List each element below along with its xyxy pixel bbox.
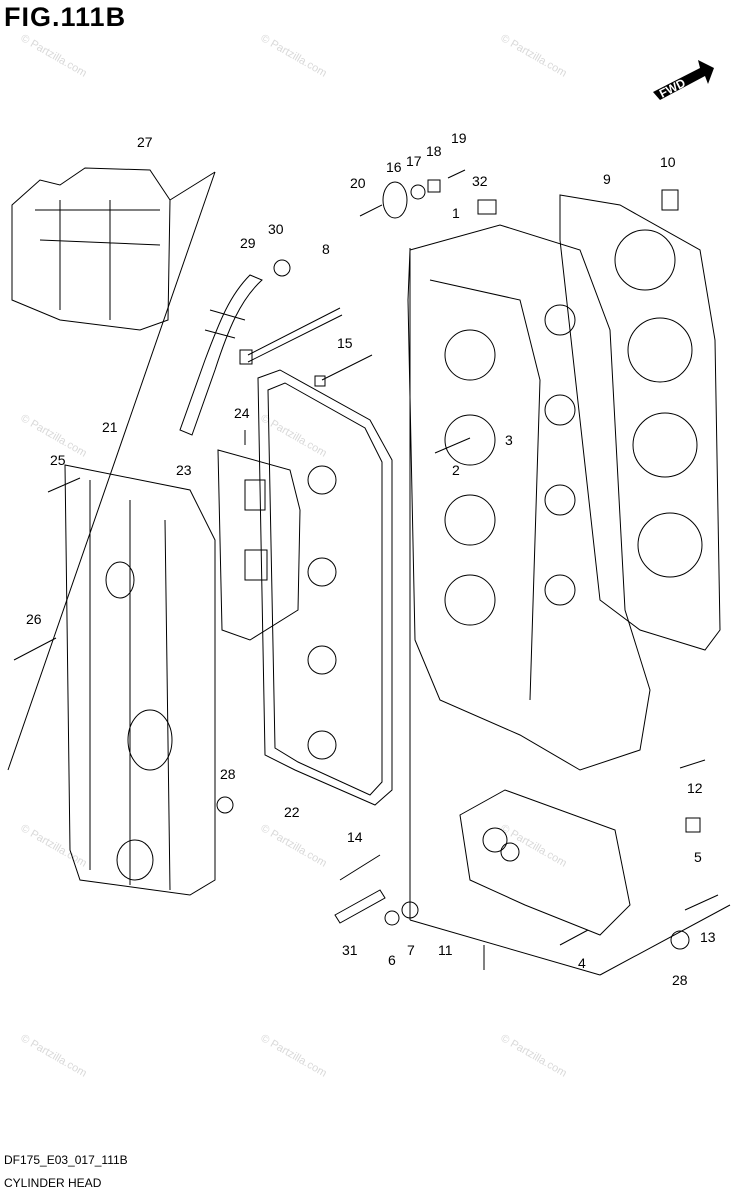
part-13-bolt-icon [684,894,719,911]
part-1-cylinder-head-icon [407,224,731,976]
callout-12: 12 [687,780,703,796]
callout-16: 16 [386,159,402,175]
callout-4: 4 [578,955,586,971]
callout-15: 15 [337,335,353,351]
callout-30: 30 [268,221,284,237]
part-25-bolt-icon [47,477,81,493]
part-16-bracket-icon [382,181,408,219]
part-22-gasket-icon [257,369,393,806]
part-7-oring-icon [401,901,419,919]
part-28-plug-icon [670,930,690,950]
part-18-cap-icon [427,179,441,193]
part-29-hose-icon [179,274,263,436]
part-20-bolt-icon [359,204,383,217]
watermark: © Partzilla.com [259,32,329,79]
callout-6: 6 [388,952,396,968]
callout-19: 19 [451,130,467,146]
callout-29: 29 [240,235,256,251]
callout-7: 7 [407,942,415,958]
callout-22: 22 [284,804,300,820]
figure-title: FIG.111B [4,2,127,32]
part-30-clamp-icon [273,259,291,277]
callout-27: 27 [137,134,153,150]
part-4-bolt-icon [559,929,589,946]
part-26-bolt-icon [13,637,57,661]
watermark: © Partzilla.com [19,1032,89,1079]
part-23-plate-icon [217,449,301,641]
part-12-bolt-icon [679,759,706,769]
watermark: © Partzilla.com [499,32,569,79]
callout-1: 1 [452,205,460,221]
part-17-oring-icon [410,184,426,200]
part-28-plug-icon [216,796,234,814]
callout-21: 21 [102,419,118,435]
part-15-bolt-icon [314,354,373,387]
callout-2: 2 [452,462,460,478]
part-14-bolt-icon [339,854,381,881]
callout-5: 5 [694,849,702,865]
part-27-cover-icon [11,167,216,331]
watermark-group: © Partzilla.com © Partzilla.com © Partzi… [19,32,569,1079]
callout-3: 3 [505,432,513,448]
callout-28: 28 [672,972,688,988]
part-4-cover-icon [459,789,631,936]
fwd-arrow-icon: FWD [653,60,714,101]
callout-18: 18 [426,143,442,159]
callout-28: 28 [220,766,236,782]
callout-31: 31 [342,942,358,958]
watermark: © Partzilla.com [499,822,569,869]
watermark: © Partzilla.com [19,32,89,79]
part-6-washer-icon [384,910,400,926]
callout-32: 32 [472,173,488,189]
figure-name: CYLINDER HEAD [4,1176,102,1190]
part-31-sensor-icon [334,889,386,924]
callout-17: 17 [406,153,422,169]
callout-24: 24 [234,405,250,421]
callout-11: 11 [438,942,453,958]
part-9-head-gasket-icon [559,194,721,651]
callout-8: 8 [322,241,330,257]
callout-10: 10 [660,154,676,170]
callout-20: 20 [350,175,366,191]
part-8-bolt-icon [239,307,343,365]
callout-23: 23 [176,462,192,478]
watermark: © Partzilla.com [259,822,329,869]
callout-labels: 1 2 3 4 5 6 7 8 9 10 11 12 13 14 15 16 1… [26,130,716,988]
part-2-bolt-icon [434,437,471,454]
callout-13: 13 [700,929,716,945]
part-10-dowel-icon [661,189,679,211]
watermark: © Partzilla.com [499,1032,569,1079]
figure-code: DF175_E03_017_111B [4,1153,128,1167]
part-21-head-cover-icon [7,171,216,896]
callout-25: 25 [50,452,66,468]
watermark: © Partzilla.com [19,822,89,869]
part-5-dowel-icon [685,817,701,833]
part-19-bolt-icon [447,169,466,179]
callout-9: 9 [603,171,611,187]
callout-14: 14 [347,829,363,845]
callout-26: 26 [26,611,42,627]
part-32-plug-icon [477,199,497,215]
watermark: © Partzilla.com [259,1032,329,1079]
